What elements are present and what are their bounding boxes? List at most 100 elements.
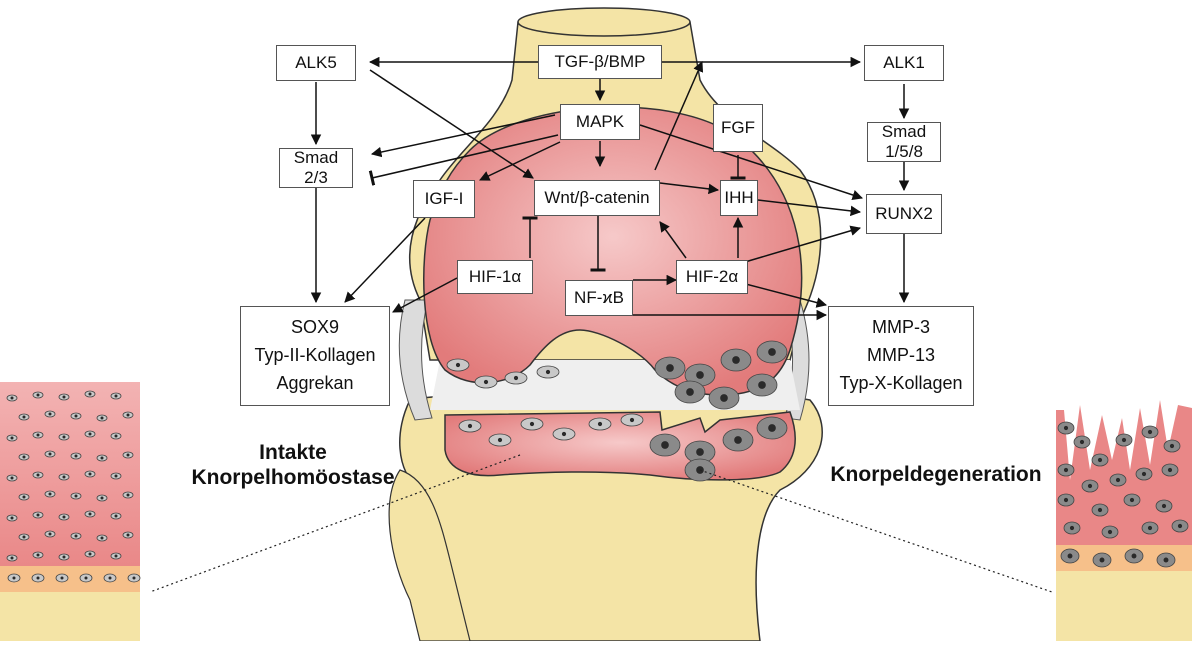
chondrocyte-nucleus <box>23 456 26 459</box>
chondrocyte-nucleus <box>720 394 728 402</box>
chondrocyte-nucleus <box>13 577 16 580</box>
chondrocyte-nucleus <box>63 556 66 559</box>
chondrocyte-nucleus <box>1098 458 1102 462</box>
chondrocyte-nucleus <box>115 435 118 438</box>
chondrocyte-nucleus <box>1142 472 1146 476</box>
chondrocyte-nucleus <box>101 457 104 460</box>
chondrocyte-nucleus <box>1064 468 1068 472</box>
chondrocyte-nucleus <box>101 537 104 540</box>
chondrocyte-nucleus <box>758 381 766 389</box>
chondrocyte-nucleus <box>37 554 40 557</box>
caption-degeneration: Knorpeldegeneration <box>818 462 1054 487</box>
chondrocyte-nucleus <box>115 475 118 478</box>
chondrocyte-nucleus <box>75 495 78 498</box>
chondrocyte-nucleus <box>1070 526 1074 530</box>
chondrocyte-nucleus <box>661 441 669 449</box>
chondrocyte-nucleus <box>1168 468 1172 472</box>
chondrocyte-nucleus <box>1098 508 1102 512</box>
node-ihh: IHH <box>720 180 758 216</box>
chondrocyte-nucleus <box>1178 524 1182 528</box>
node-nf-kappa-b: NF-ϰB <box>565 280 633 316</box>
chondrocyte-nucleus <box>63 476 66 479</box>
node-anabolic-targets: SOX9 Typ-II-Kollagen Aggrekan <box>240 306 390 406</box>
chondrocyte-nucleus <box>1068 554 1073 559</box>
chondrocyte-nucleus <box>686 388 694 396</box>
chondrocyte-nucleus <box>1064 498 1068 502</box>
intact-cartilage-strip <box>0 382 140 641</box>
chondrocyte-nucleus <box>89 513 92 516</box>
chondrocyte-nucleus <box>1108 530 1112 534</box>
chondrocyte-nucleus <box>11 517 14 520</box>
chondrocyte-nucleus <box>696 371 704 379</box>
chondrocyte-nucleus <box>1170 444 1174 448</box>
chondrocyte-nucleus <box>127 494 130 497</box>
chondrocyte-nucleus <box>61 577 64 580</box>
node-alk5: ALK5 <box>276 45 356 81</box>
caption-intact-homeostasis: Intakte Knorpelhomöostase <box>168 440 418 490</box>
chondrocyte-nucleus <box>89 393 92 396</box>
chondrocyte-nucleus <box>696 448 704 456</box>
node-alk1: ALK1 <box>864 45 944 81</box>
chondrocyte-nucleus <box>37 474 40 477</box>
chondrocyte-nucleus <box>101 497 104 500</box>
chondrocyte-nucleus <box>1148 526 1152 530</box>
chondrocyte-nucleus <box>1122 438 1126 442</box>
chondrocyte-nucleus <box>598 422 602 426</box>
chondrocyte-nucleus <box>23 416 26 419</box>
chondrocyte-nucleus <box>109 577 112 580</box>
chondrocyte-nucleus <box>1148 430 1152 434</box>
chondrocyte-nucleus <box>546 370 550 374</box>
chondrocyte-nucleus <box>37 577 40 580</box>
chondrocyte-nucleus <box>89 473 92 476</box>
chondrocyte-nucleus <box>1100 558 1105 563</box>
node-tgf-beta-bmp: TGF-β/BMP <box>538 45 662 79</box>
chondrocyte-nucleus <box>1132 554 1137 559</box>
chondrocyte-nucleus <box>11 437 14 440</box>
chondrocyte-nucleus <box>1088 484 1092 488</box>
chondrocyte-nucleus <box>63 396 66 399</box>
chondrocyte-nucleus <box>732 356 740 364</box>
chondrocyte-nucleus <box>115 555 118 558</box>
chondrocyte-nucleus <box>484 380 488 384</box>
chondrocyte-nucleus <box>37 514 40 517</box>
chondrocyte-nucleus <box>63 436 66 439</box>
chondrocyte-nucleus <box>630 418 634 422</box>
chondrocyte-nucleus <box>23 496 26 499</box>
chondrocyte-nucleus <box>498 438 502 442</box>
node-mapk: MAPK <box>560 104 640 140</box>
chondrocyte-nucleus <box>85 577 88 580</box>
node-hif-1-alpha: HIF-1α <box>457 260 533 294</box>
chondrocyte-nucleus <box>1164 558 1169 563</box>
chondrocyte-nucleus <box>127 534 130 537</box>
chondrocyte-nucleus <box>63 516 66 519</box>
chondrocyte-nucleus <box>734 436 742 444</box>
chondrocyte-nucleus <box>1162 504 1166 508</box>
chondrocyte-nucleus <box>1080 440 1084 444</box>
chondrocyte-nucleus <box>514 376 518 380</box>
chondrocyte-nucleus <box>75 455 78 458</box>
chondrocyte-nucleus <box>11 557 14 560</box>
chondrocyte-nucleus <box>37 434 40 437</box>
chondrocyte-nucleus <box>11 477 14 480</box>
chondrocyte-nucleus <box>1130 498 1134 502</box>
degenerated-cartilage-strip <box>1056 400 1192 641</box>
chondrocyte-nucleus <box>75 415 78 418</box>
node-hif-2-alpha: HIF-2α <box>676 260 748 294</box>
chondrocyte-nucleus <box>1064 426 1068 430</box>
chondrocyte-nucleus <box>133 577 136 580</box>
chondrocyte-nucleus <box>75 535 78 538</box>
chondrocyte-nucleus <box>768 348 776 356</box>
chondrocyte-nucleus <box>666 364 674 372</box>
node-smad-1-5-8: Smad 1/5/8 <box>867 122 941 162</box>
chondrocyte-nucleus <box>89 433 92 436</box>
chondrocyte-nucleus <box>101 417 104 420</box>
chondrocyte-nucleus <box>37 394 40 397</box>
node-wnt-beta-catenin: Wnt/β-catenin <box>534 180 660 216</box>
chondrocyte-nucleus <box>49 533 52 536</box>
chondrocyte-nucleus <box>115 515 118 518</box>
node-smad-2-3: Smad 2/3 <box>279 148 353 188</box>
chondrocyte-nucleus <box>49 413 52 416</box>
chondrocyte-nucleus <box>456 363 460 367</box>
node-fgf: FGF <box>713 104 763 152</box>
